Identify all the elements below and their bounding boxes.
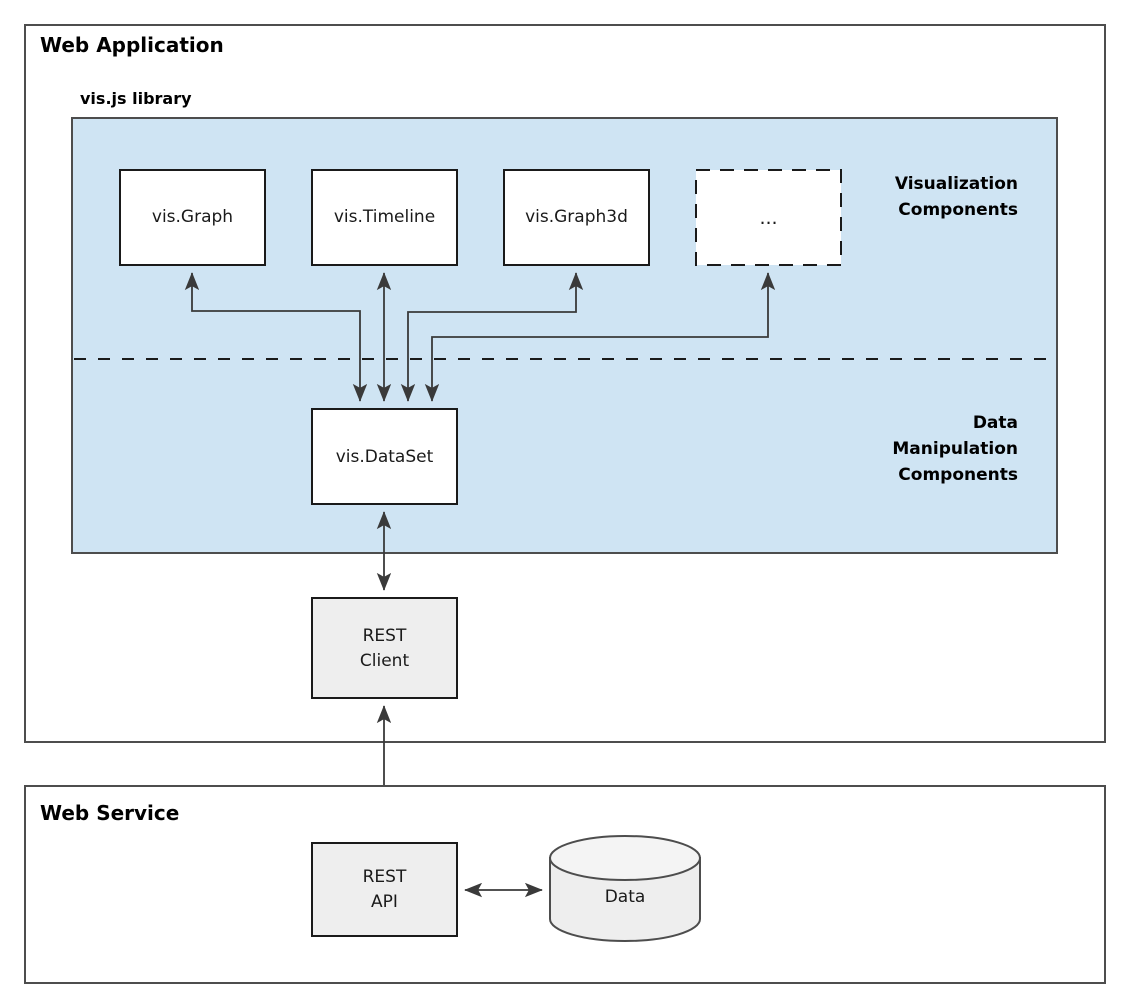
web-service-title: Web Service: [40, 801, 179, 825]
node-vis-dataset-label: vis.DataSet: [336, 447, 434, 467]
node-rest-api[interactable]: REST API: [311, 842, 458, 937]
connector-more-components-dataset: [424, 272, 776, 402]
node-more-components-label: ...: [759, 207, 777, 229]
node-vis-graph3d-box[interactable]: [503, 169, 650, 266]
data-manipulation-zone-label: Data Manipulation Components: [892, 413, 1018, 485]
visjs-library-group: vis.js library Visualization Components …: [71, 89, 1058, 554]
node-vis-timeline[interactable]: vis.Timeline: [311, 169, 458, 266]
node-rest-api-label-line2: API: [371, 892, 398, 912]
node-vis-dataset[interactable]: vis.DataSet: [311, 408, 458, 505]
data-store-cylinder-top: [549, 835, 701, 881]
node-vis-graph[interactable]: vis.Graph: [119, 169, 266, 266]
data-manipulation-zone-label-line3: Components: [898, 465, 1018, 485]
node-vis-timeline-label: vis.Timeline: [334, 207, 435, 227]
connector-vis-graph-dataset: [184, 272, 368, 402]
node-vis-timeline-box[interactable]: [311, 169, 458, 266]
visjs-library-title: vis.js library: [80, 89, 192, 108]
visualization-zone-label-line2: Components: [898, 200, 1018, 220]
node-vis-graph-label: vis.Graph: [152, 207, 233, 227]
node-rest-api-label-line1: REST: [363, 867, 407, 887]
data-manipulation-zone-label-line1: Data: [973, 413, 1018, 433]
node-vis-graph3d[interactable]: vis.Graph3d: [503, 169, 650, 266]
data-manipulation-zone-label-line2: Manipulation: [892, 439, 1018, 459]
node-rest-client-label-line2: Client: [360, 651, 410, 671]
node-vis-graph-box[interactable]: [119, 169, 266, 266]
node-rest-client-label-line1: REST: [363, 626, 407, 646]
node-more-components[interactable]: ...: [695, 169, 842, 266]
node-more-components-box[interactable]: [695, 169, 842, 266]
node-rest-api-box[interactable]: [311, 842, 458, 937]
node-vis-dataset-box[interactable]: [311, 408, 458, 505]
visualization-zone-label: Visualization Components: [895, 174, 1018, 220]
node-vis-graph3d-label: vis.Graph3d: [525, 207, 628, 227]
web-application-title: Web Application: [40, 33, 224, 57]
node-data-store-label: Data: [605, 887, 646, 907]
node-rest-client-box[interactable]: [311, 597, 458, 699]
node-data-store[interactable]: Data: [549, 835, 701, 942]
node-rest-client[interactable]: REST Client: [311, 597, 458, 699]
data-store-cylinder-body[interactable]: [549, 857, 701, 942]
visualization-zone-label-line1: Visualization: [895, 174, 1018, 194]
